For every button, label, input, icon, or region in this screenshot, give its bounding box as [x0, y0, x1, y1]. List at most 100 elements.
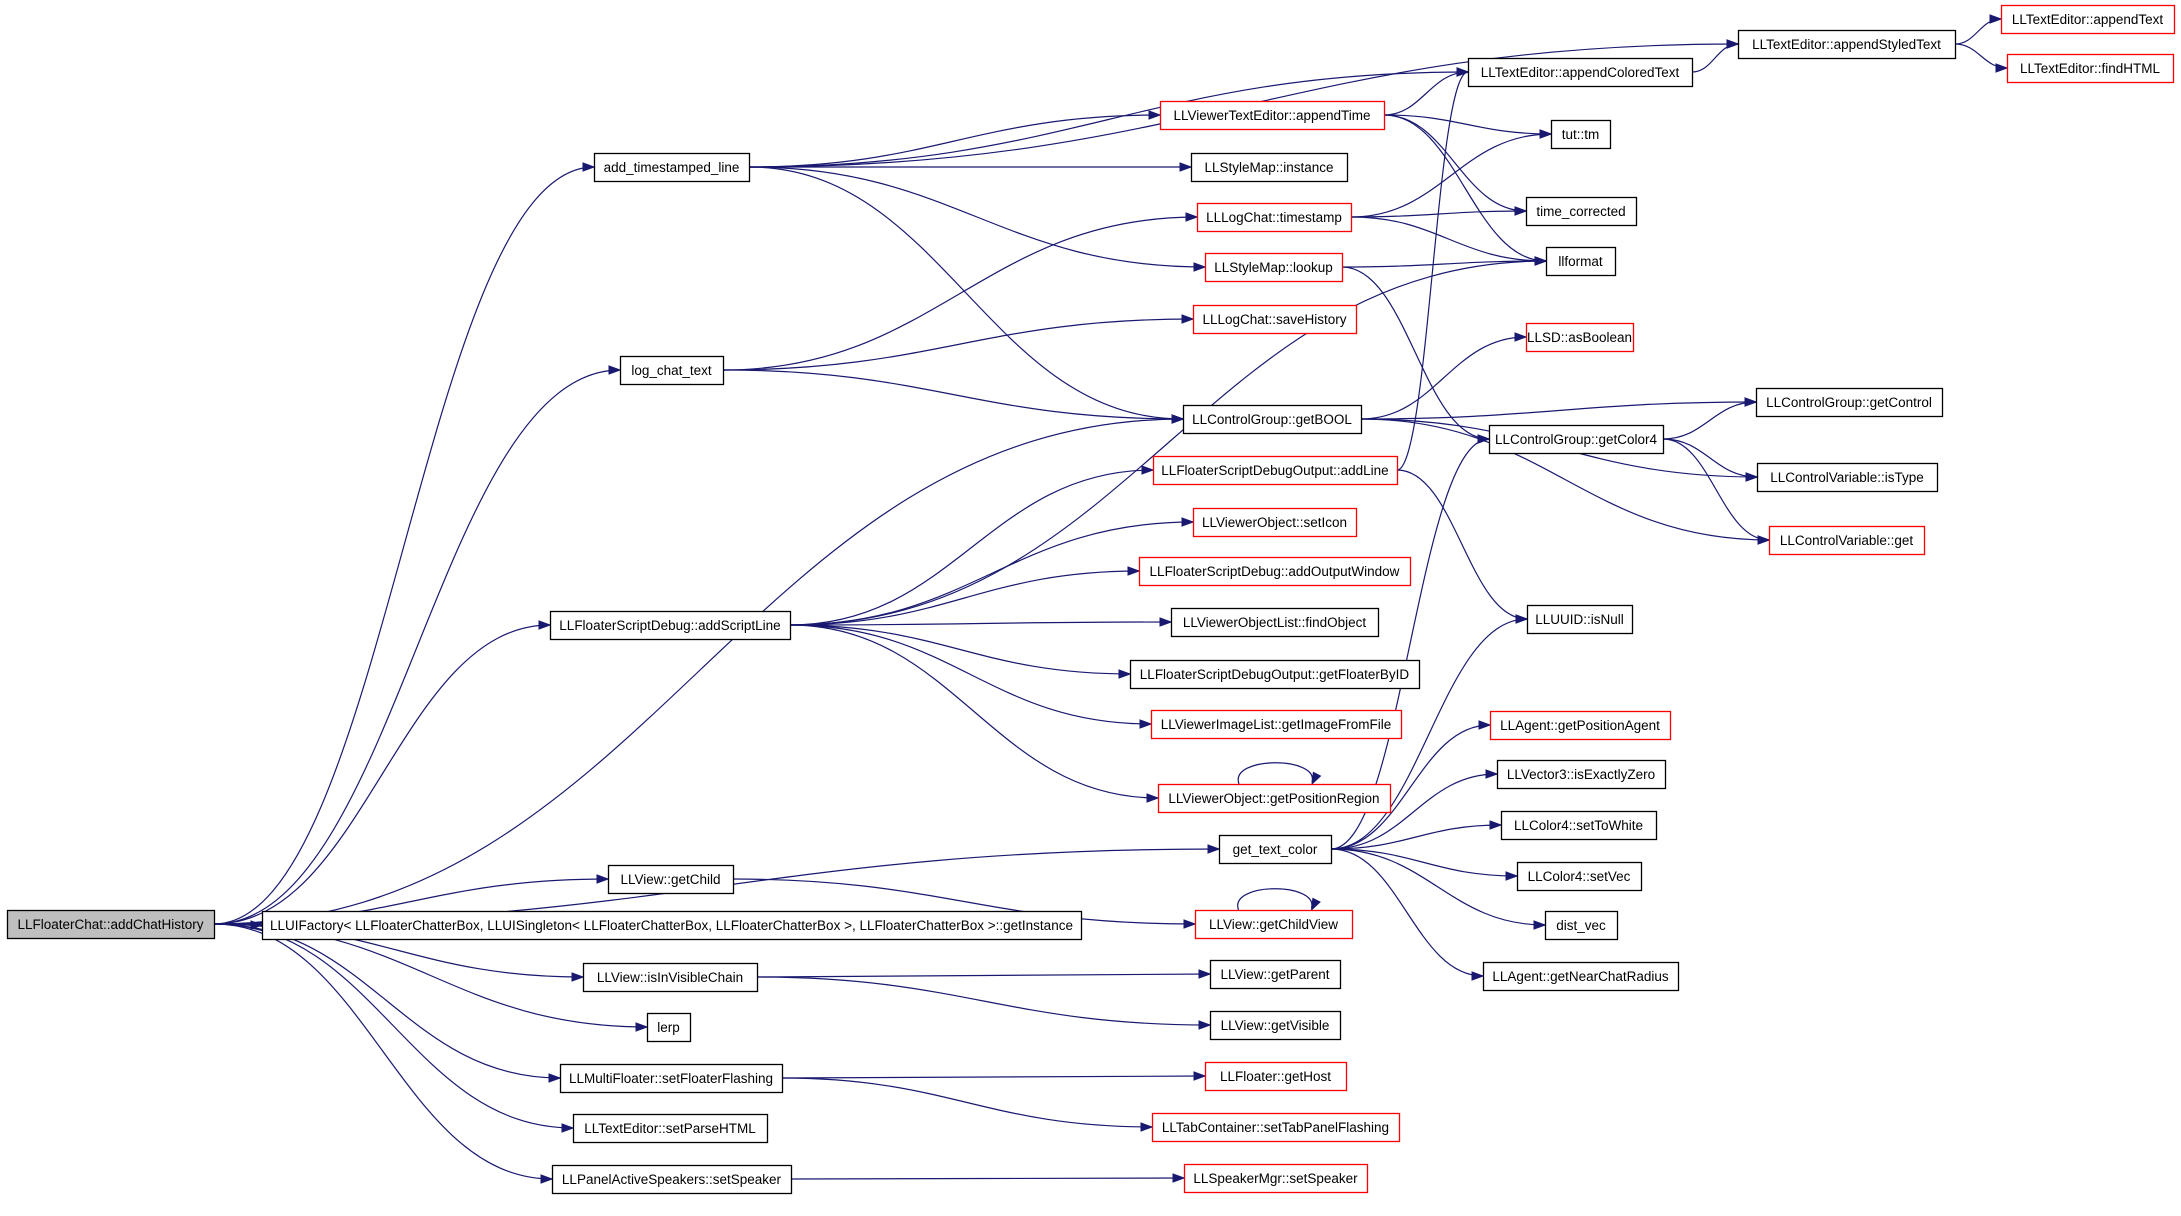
nodes-layer: LLFloaterChat::addChatHistory add_timesta…	[6, 4, 2176, 1195]
edge-n3-n23	[789, 624, 1159, 799]
edge-n0-n3	[213, 624, 551, 925]
edge-n8-n29-arrowhead	[1140, 1122, 1154, 1132]
graph-node-n46[interactable]: LLControlVariable::isType	[1756, 462, 1939, 493]
graph-node-n8[interactable]: LLMultiFloater::setFloaterFlashing	[559, 1063, 784, 1094]
graph-node-n49[interactable]: LLTextEditor::findHTML	[2006, 53, 2175, 84]
edge-n13-n34	[1350, 216, 1547, 262]
graph-node-n25[interactable]: LLView::getChildView	[1194, 909, 1354, 940]
node-box	[1516, 861, 1643, 892]
node-box	[1525, 322, 1635, 353]
edge-n17-n37	[1396, 469, 1528, 620]
edge-n25-n25	[1237, 888, 1313, 911]
graph-node-n40[interactable]: LLColor4::setToWhite	[1500, 810, 1658, 841]
graph-node-n7[interactable]: lerp	[646, 1012, 692, 1043]
graph-node-n10[interactable]: LLPanelActiveSpeakers::setSpeaker	[551, 1164, 793, 1195]
edge-n6-n26	[756, 973, 1211, 978]
node-box	[1150, 709, 1403, 740]
node-label: LLViewerObject::setIcon	[1202, 515, 1347, 530]
edge-n11-n34	[1383, 114, 1547, 262]
node-box	[551, 1164, 793, 1195]
graph-node-n28[interactable]: LLFloater::getHost	[1204, 1061, 1348, 1092]
node-label: lerp	[657, 1020, 680, 1035]
graph-node-n26[interactable]: LLView::getParent	[1209, 959, 1342, 990]
graph-node-n37[interactable]: LLUUID::isNull	[1526, 604, 1634, 635]
graph-node-n9[interactable]: LLTextEditor::setParseHTML	[572, 1113, 769, 1144]
graph-node-n16[interactable]: LLControlGroup::getBOOL	[1182, 404, 1363, 435]
edge-n3-n19-arrowhead	[1127, 566, 1141, 576]
graph-node-n42[interactable]: dist_vec	[1544, 910, 1619, 941]
graph-node-n31[interactable]: LLTextEditor::appendColoredText	[1467, 57, 1694, 88]
node-box	[1157, 783, 1392, 814]
edge-n3-n23-arrowhead	[1146, 793, 1160, 803]
graph-node-n14[interactable]: LLStyleMap::lookup	[1204, 252, 1344, 283]
edge-n25-n25-arrowhead	[1310, 897, 1321, 912]
graph-node-n44[interactable]: LLTextEditor::appendStyledText	[1737, 29, 1957, 60]
node-label: LLFloaterScriptDebug::addScriptLine	[559, 618, 780, 633]
graph-node-n23[interactable]: LLViewerObject::getPositionRegion	[1157, 783, 1392, 814]
node-label: LLViewerObject::getPositionRegion	[1168, 791, 1379, 806]
graph-node-n43[interactable]: LLAgent::getNearChatRadius	[1482, 961, 1680, 992]
graph-node-n4[interactable]: LLView::getChild	[607, 864, 735, 895]
graph-node-n17[interactable]: LLFloaterScriptDebugOutput::addLine	[1152, 455, 1399, 486]
edge-n11-n32	[1383, 114, 1552, 135]
graph-node-n19[interactable]: LLFloaterScriptDebug::addOutputWindow	[1138, 556, 1412, 587]
graph-node-n41[interactable]: LLColor4::setVec	[1516, 861, 1643, 892]
node-box	[1182, 404, 1363, 435]
graph-node-n29[interactable]: LLTabContainer::setTabPanelFlashing	[1151, 1112, 1401, 1143]
graph-node-n48[interactable]: LLTextEditor::appendText	[2000, 4, 2176, 35]
node-box	[1488, 424, 1665, 455]
graph-node-n12[interactable]: LLStyleMap::instance	[1190, 152, 1349, 183]
graph-node-n5[interactable]: LLUIFactory< LLFloaterChatterBox, LLUISi…	[261, 910, 1083, 941]
graph-node-n27[interactable]: LLView::getVisible	[1209, 1010, 1342, 1041]
edge-n0-n4-arrowhead	[596, 874, 610, 884]
edge-n4-n25	[732, 878, 1196, 925]
graph-node-n2[interactable]: log_chat_text	[619, 355, 725, 386]
graph-node-n34[interactable]: llformat	[1545, 246, 1617, 277]
graph-node-n22[interactable]: LLViewerImageList::getImageFromFile	[1150, 709, 1403, 740]
node-label: tut::tm	[1562, 127, 1600, 142]
edge-n3-n18	[789, 521, 1194, 626]
graph-node-n1[interactable]: add_timestamped_line	[593, 152, 751, 183]
graph-node-n6[interactable]: LLView::isInVisibleChain	[582, 962, 759, 993]
edge-n0-n10-arrowhead	[540, 1174, 554, 1184]
graph-node-n20[interactable]: LLViewerObjectList::findObject	[1170, 607, 1380, 638]
edge-n3-n22	[789, 624, 1152, 725]
graph-node-n18[interactable]: LLViewerObject::setIcon	[1192, 507, 1358, 538]
node-box	[1159, 100, 1386, 131]
edge-n1-n16	[748, 166, 1184, 420]
graph-node-n21[interactable]: LLFloaterScriptDebugOutput::getFloaterBy…	[1129, 659, 1421, 690]
edge-n0-n1-arrowhead	[582, 162, 596, 172]
graph-node-n11[interactable]: LLViewerTextEditor::appendTime	[1159, 100, 1386, 131]
graph-node-n30[interactable]: LLSpeakerMgr::setSpeaker	[1183, 1163, 1369, 1194]
graph-node-n3[interactable]: LLFloaterScriptDebug::addScriptLine	[549, 610, 792, 641]
node-label: LLFloaterChat::addChatHistory	[17, 917, 203, 932]
graph-node-n13[interactable]: LLLogChat::timestamp	[1196, 202, 1353, 233]
graph-node-n32[interactable]: tut::tm	[1550, 119, 1612, 150]
node-label: LLAgent::getNearChatRadius	[1492, 969, 1669, 984]
edge-n31-n44-arrowhead	[1726, 39, 1740, 49]
graph-node-n47[interactable]: LLControlVariable::get	[1768, 525, 1926, 556]
graph-node-n39[interactable]: LLVector3::isExactlyZero	[1496, 759, 1667, 790]
graph-node-n24[interactable]: get_text_color	[1218, 834, 1333, 865]
graph-node-n35[interactable]: LLSD::asBoolean	[1525, 322, 1635, 353]
graph-node-n33[interactable]: time_corrected	[1525, 196, 1638, 227]
graph-node-n38[interactable]: LLAgent::getPositionAgent	[1489, 710, 1672, 741]
node-box	[1768, 525, 1926, 556]
graph-node-n0[interactable]: LLFloaterChat::addChatHistory	[6, 909, 216, 940]
graph-node-n36[interactable]: LLControlGroup::getColor4	[1488, 424, 1665, 455]
edge-n24-n38	[1330, 724, 1491, 850]
node-label: LLColor4::setToWhite	[1514, 818, 1643, 833]
node-label: LLFloaterScriptDebugOutput::addLine	[1161, 463, 1388, 478]
edge-n2-n13-arrowhead	[1185, 212, 1199, 222]
edge-n1-n11-arrowhead	[1148, 110, 1162, 120]
edges-layer	[213, 14, 2009, 1184]
graph-node-n15[interactable]: LLLogChat::saveHistory	[1192, 304, 1358, 335]
node-box	[6, 909, 216, 940]
edge-n10-n30-arrowhead	[1172, 1173, 1186, 1183]
node-label: LLControlVariable::get	[1780, 533, 1914, 548]
node-box	[1204, 1061, 1348, 1092]
graph-node-n45[interactable]: LLControlGroup::getControl	[1755, 387, 1944, 418]
edge-n24-n38-arrowhead	[1478, 720, 1492, 730]
node-box	[1550, 119, 1612, 150]
